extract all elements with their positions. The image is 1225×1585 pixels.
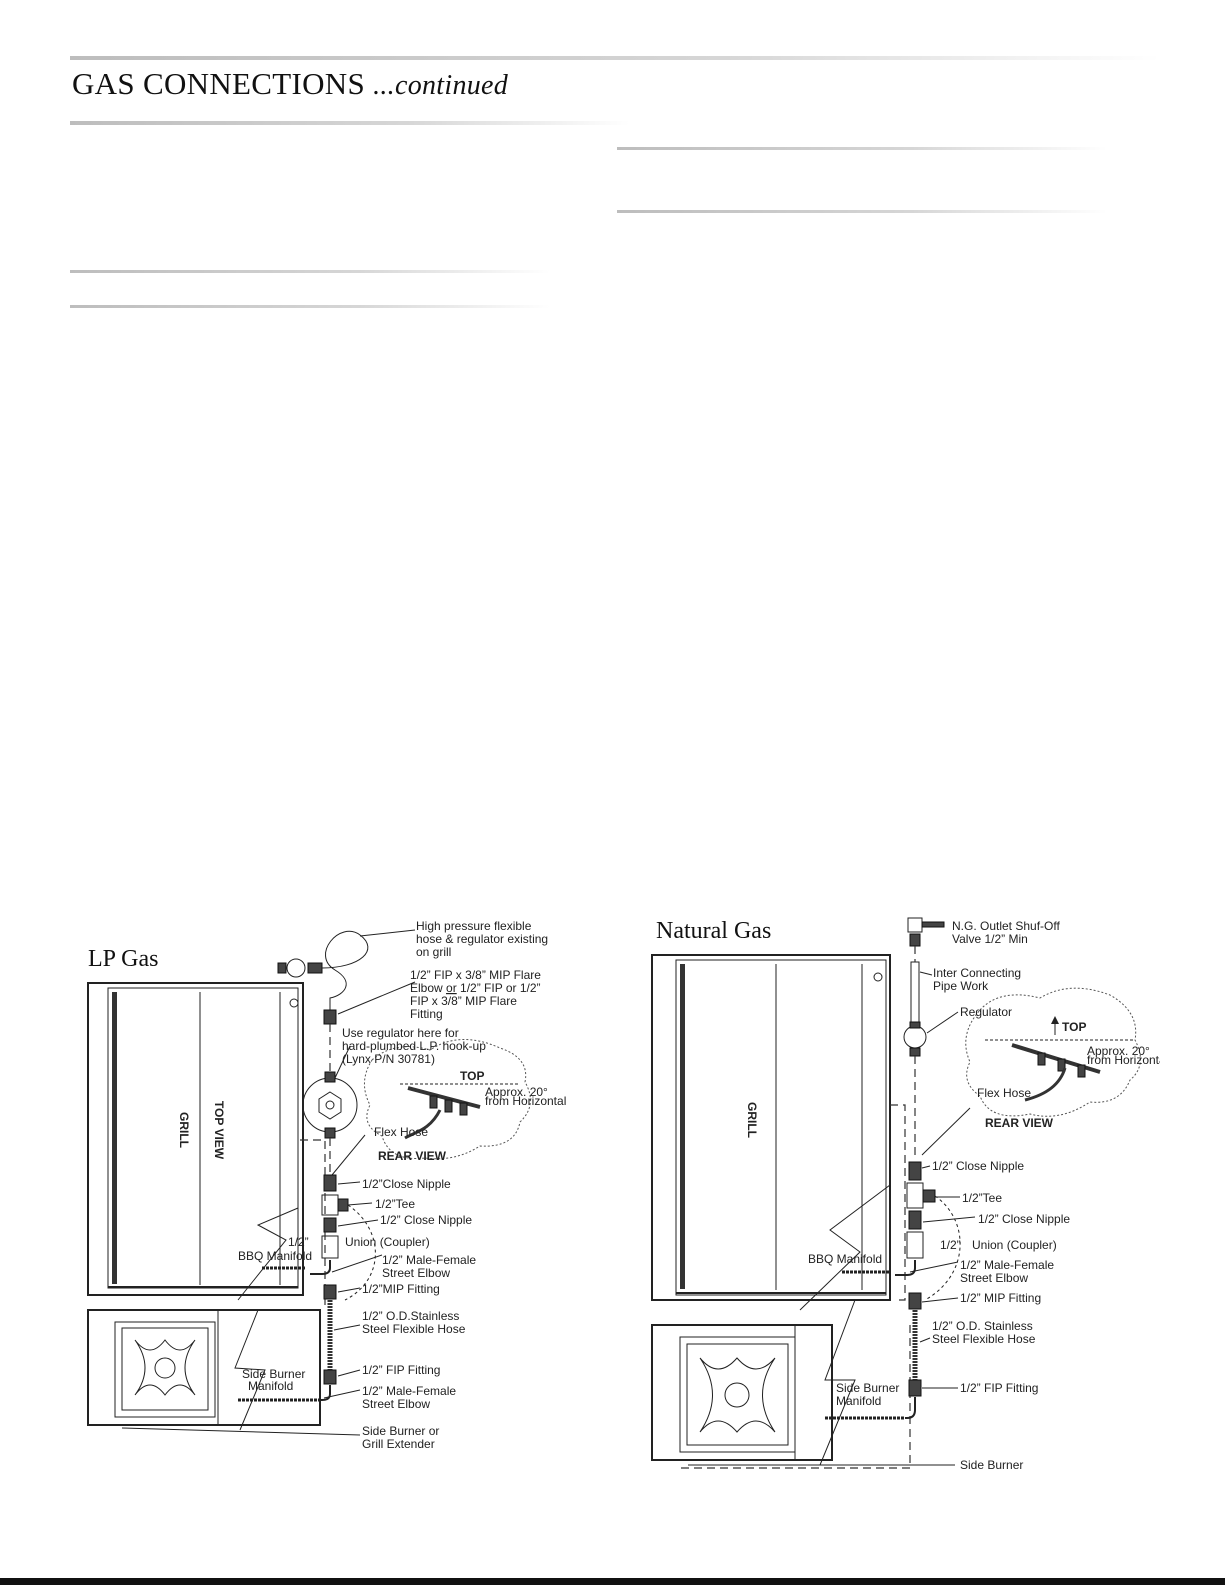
lp-callout-tee: 1/2”Tee [375,1197,415,1211]
lp-top-view-label: TOP VIEW [212,1101,226,1160]
ng-diagram-title: Natural Gas [656,918,771,944]
lp-callout-side-burner-1: Side Burner or [362,1424,439,1438]
lp-callout-flare-2: Elbow or 1/2” FIP or 1/2” [410,981,541,995]
ng-callout-street-elbow-2: Street Elbow [960,1271,1028,1285]
header-rule-top [70,56,1160,60]
ng-callout-regulator: Regulator [960,1005,1012,1019]
ng-callout-union-size: 1/2” [940,1238,961,1252]
lp-side-burner-manifold-1: Side Burner [242,1367,305,1381]
ng-rear-top-label: TOP [1062,1020,1086,1034]
ng-callout-fip-fitting: 1/2” FIP Fitting [960,1381,1038,1395]
lp-grill-body [87,982,304,1301]
section-rule-right-2 [617,210,1107,213]
lp-rear-view-inset: TOP Approx. 20° from Horizontal Flex Hos… [364,1039,566,1163]
lp-gas-diagram: LP Gas GRILL TOP VIEW BBQ Manifold Side … [87,919,566,1451]
ng-dashed-outline [890,1104,906,1301]
lp-callout-union: Union (Coupler) [345,1235,430,1249]
natural-gas-diagram: Natural Gas GRILL BBQ Manifold Side Burn… [651,917,1160,1472]
title-main: GAS CONNECTIONS [72,66,365,101]
ng-side-burner-manifold-1: Side Burner [836,1381,899,1395]
ng-callout-side-burner: Side Burner [960,1458,1023,1472]
lp-callout-close-nipple-top: 1/2”Close Nipple [362,1177,451,1191]
ng-callout-street-elbow-1: 1/2” Male-Female [960,1258,1054,1272]
lp-callout-street-elbow2-2: Street Elbow [362,1397,430,1411]
lp-callout-reg-3: (Lynx P/N 30781) [342,1052,435,1066]
ng-rear-caption: REAR VIEW [985,1116,1054,1130]
lp-callout-fip-fitting: 1/2” FIP Fitting [362,1363,440,1377]
lp-callout-flare-4: Fitting [410,1007,443,1021]
ng-callout-tee: 1/2”Tee [962,1191,1002,1205]
ng-rear-angle-1: Approx. 20° [1087,1044,1150,1058]
lp-grill-label: GRILL [177,1112,191,1148]
lp-rear-top-label: TOP [460,1069,484,1083]
ng-rear-angle-2: from Horizontal [1087,1053,1160,1067]
footer-bar [0,1578,1225,1585]
lp-callout-flare-2a: Elbow [410,981,446,995]
lp-callout-street-elbow-1: 1/2” Male-Female [382,1253,476,1267]
lp-callout-ss-hose-2: Steel Flexible Hose [362,1322,466,1336]
lp-rear-caption: REAR VIEW [378,1149,447,1163]
lp-hp-regulator [277,930,369,1025]
lp-callout-reg-1: Use regulator here for [342,1026,459,1040]
lp-rear-angle-2: from Horizontal [485,1094,566,1108]
lp-callout-close-nipple-bottom: 1/2” Close Nipple [380,1213,472,1227]
lp-callout-street-elbow2-1: 1/2” Male-Female [362,1384,456,1398]
lp-side-burner-manifold-2: Manifold [248,1379,293,1393]
lp-callout-flare-1: 1/2” FIP x 3/8” MIP Flare [410,968,541,982]
lp-callout-ss-hose-1: 1/2” O.D.Stainless [362,1309,459,1323]
lp-callout-hp-hose-2: hose & regulator existing [416,932,548,946]
ng-grill-label: GRILL [745,1102,759,1138]
lp-callout-street-elbow-2: Street Elbow [382,1266,450,1280]
ng-callout-mip-fitting: 1/2” MIP Fitting [960,1291,1041,1305]
lp-diagram-title: LP Gas [88,946,158,972]
lp-callout-hp-hose-3: on grill [416,945,451,959]
lp-callout-reg-2: hard-plumbed L.P. hook-up [342,1039,486,1053]
ng-callout-shutoff-2: Valve 1/2” Min [952,932,1028,946]
ng-callout-pipe-2: Pipe Work [933,979,989,993]
lp-inline-regulator [302,1071,358,1139]
lp-callout-mip-fitting: 1/2”MIP Fitting [362,1282,440,1296]
title-suffix: ...continued [373,70,509,101]
ng-callout-pipe-1: Inter Connecting [933,966,1021,980]
lp-pipe-assembly [310,1174,349,1401]
lp-bbq-manifold-label: BBQ Manifold [238,1249,312,1263]
ng-callout-shutoff-1: N.G. Outlet Shuf-Off [952,919,1060,933]
ng-leader-lines [688,971,976,1466]
ng-bbq-manifold-label: BBQ Manifold [808,1252,882,1266]
ng-callout-ss-hose-1: 1/2” O.D. Stainless [932,1319,1033,1333]
ng-side-burner [651,1299,856,1466]
ng-callout-close-nipple-bottom: 1/2” Close Nipple [978,1212,1070,1226]
lp-callout-union-size: 1/2” [288,1235,309,1249]
ng-rear-view-inset: TOP Approx. 20° from Horizontal Flex Hos… [965,987,1160,1130]
section-rule-left-1 [70,270,550,273]
lp-callout-hp-hose-1: High pressure flexible [416,919,532,933]
section-rule-right-1 [617,147,1107,150]
lp-rear-flex-hose: Flex Hose [374,1125,428,1139]
lp-leader-lines [121,929,416,1436]
lp-callout-side-burner-2: Grill Extender [362,1437,435,1451]
section-rule-left-2 [70,305,550,308]
ng-callout-close-nipple-top: 1/2” Close Nipple [932,1159,1024,1173]
lp-callout-flare-2or: or [446,981,457,995]
page-title: GAS CONNECTIONS ...continued [72,66,508,102]
header-rule-bottom [70,121,630,125]
lp-callout-flare-2b: 1/2” FIP or 1/2” [457,981,541,995]
ng-side-burner-manifold-2: Manifold [836,1394,881,1408]
ng-grill-body [651,954,891,1311]
lp-rear-angle-1: Approx. 20° [485,1085,548,1099]
ng-rear-flex-hose: Flex Hose [977,1086,1031,1100]
ng-callout-union: Union (Coupler) [972,1238,1057,1252]
ng-pipe-assembly [895,1161,936,1419]
ng-callout-ss-hose-2: Steel Flexible Hose [932,1332,1036,1346]
lp-callout-flare-3: FIP x 3/8” MIP Flare [410,994,517,1008]
